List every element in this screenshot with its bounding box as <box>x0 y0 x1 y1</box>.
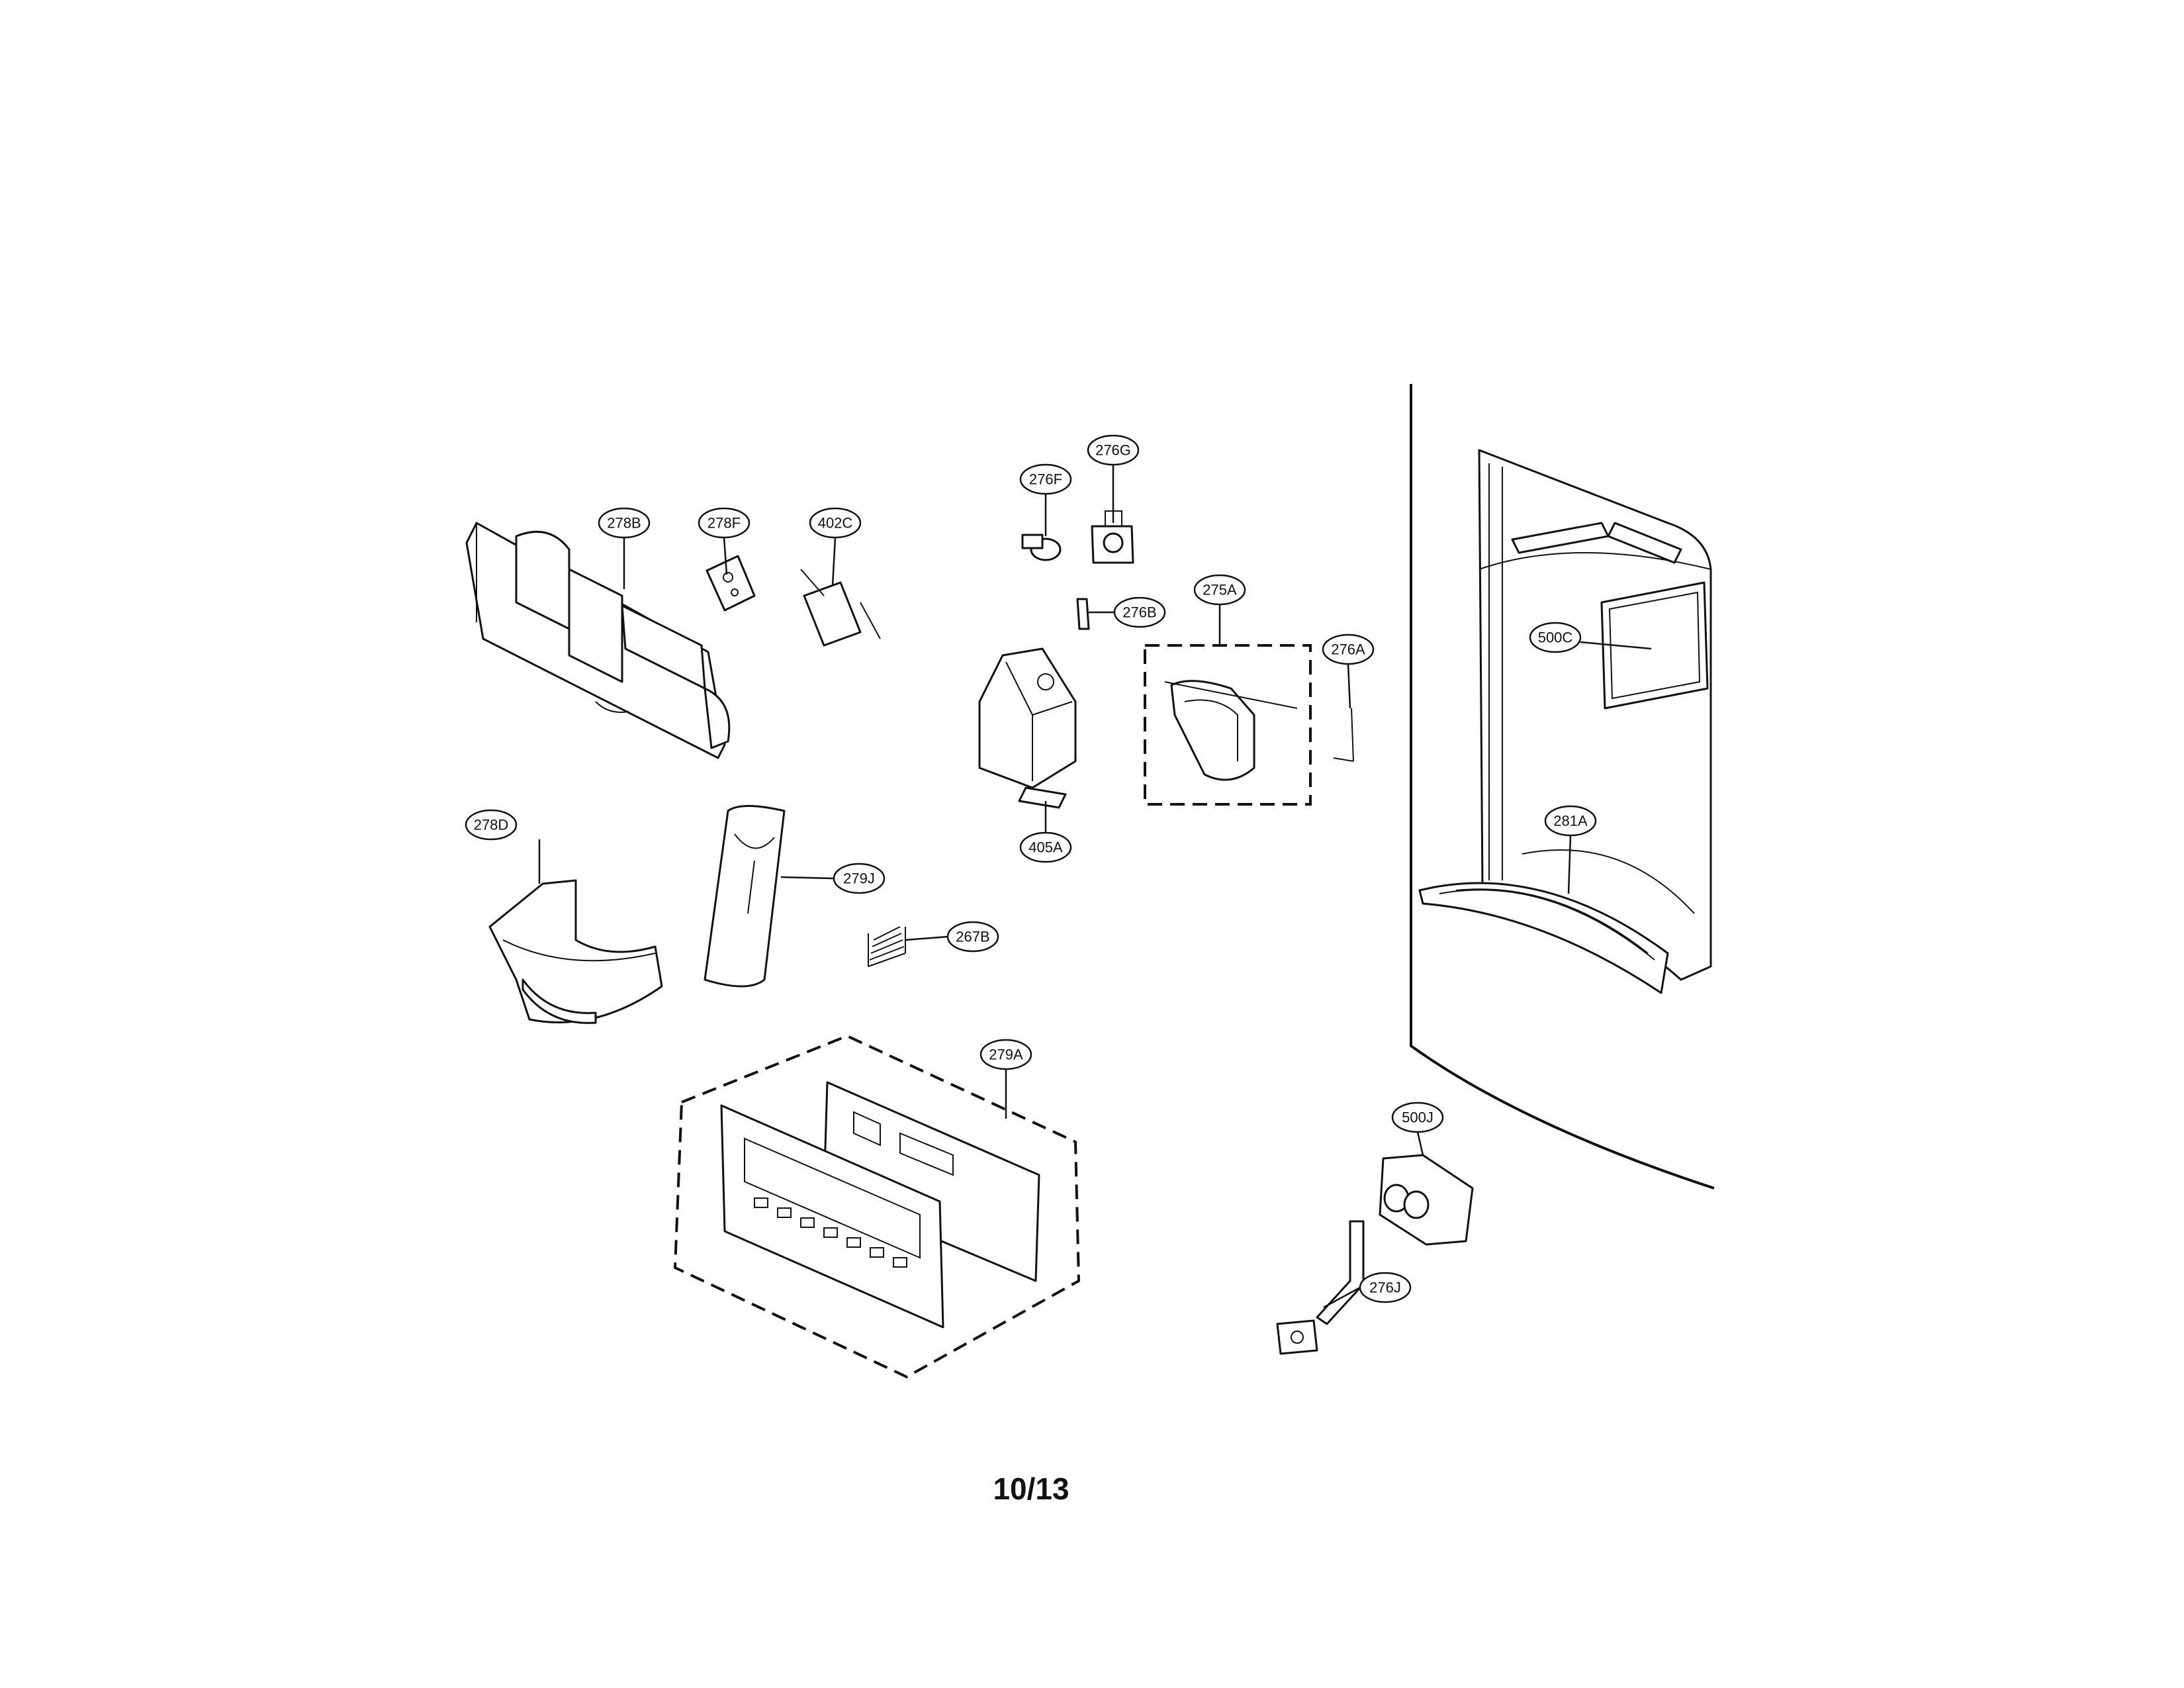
part-276J-bracket <box>1276 1220 1365 1355</box>
part-276F-knob <box>1021 534 1062 561</box>
callout-label: 276J <box>1369 1280 1401 1296</box>
callout-276F: 276F <box>1019 463 1072 495</box>
callout-label: 402C <box>818 515 853 532</box>
callout-label: 275A <box>1203 582 1237 598</box>
callout-275A: 275A <box>1193 574 1246 606</box>
part-276G-bracket <box>1091 510 1134 564</box>
part-278B-housing <box>465 522 731 759</box>
callout-267B: 267B <box>946 921 999 953</box>
callout-label: 279A <box>989 1047 1023 1063</box>
part-279A-control-assembly <box>673 1034 1081 1379</box>
callout-276J: 276J <box>1359 1272 1412 1303</box>
part-405A-actuator <box>978 647 1077 809</box>
callout-label: 281A <box>1553 813 1588 829</box>
callout-276G: 276G <box>1087 434 1140 466</box>
callout-label: 276B <box>1122 604 1156 621</box>
callout-label: 500J <box>1402 1109 1433 1126</box>
part-278F-plate <box>705 555 756 612</box>
page-number: 10/13 <box>993 1472 1069 1506</box>
part-267B-spring <box>868 926 906 967</box>
callout-label: 279J <box>843 870 875 887</box>
callout-label: 405A <box>1028 839 1063 856</box>
callout-405A: 405A <box>1019 831 1072 863</box>
callout-500J: 500J <box>1391 1102 1444 1133</box>
callout-278F: 278F <box>698 507 751 539</box>
callout-label: 278F <box>707 515 741 532</box>
callout-276A: 276A <box>1322 633 1375 665</box>
part-402C-micro-switch <box>800 569 881 647</box>
callout-279J: 279J <box>833 863 886 894</box>
callout-label: 278B <box>607 515 641 532</box>
callout-label: 276A <box>1331 641 1365 658</box>
callout-label: 267B <box>956 929 989 945</box>
part-281A-drip-tray <box>1418 882 1669 994</box>
callout-279A: 279A <box>979 1039 1032 1070</box>
refrigerator-door-outline <box>1410 384 1715 1190</box>
callout-500C: 500C <box>1529 622 1582 653</box>
leader-lines <box>538 465 1652 1309</box>
callout-281A: 281A <box>1544 805 1597 837</box>
callout-402C: 402C <box>809 507 862 539</box>
part-278D-chute <box>488 879 663 1024</box>
callout-276B: 276B <box>1113 596 1166 628</box>
callout-label: 276G <box>1095 442 1131 459</box>
part-500C-panel <box>1600 581 1709 710</box>
callout-278D: 278D <box>465 809 518 841</box>
callout-label: 276F <box>1029 471 1062 488</box>
part-500J-module <box>1379 1154 1474 1246</box>
part-276A-pin <box>1333 708 1354 762</box>
callout-label: 500C <box>1538 630 1573 646</box>
part-279J-paddle <box>704 805 786 988</box>
part-276B-clip <box>1076 598 1090 630</box>
callout-278B: 278B <box>598 507 651 539</box>
part-275A-assembly <box>1144 644 1312 806</box>
callout-label: 278D <box>474 817 509 833</box>
